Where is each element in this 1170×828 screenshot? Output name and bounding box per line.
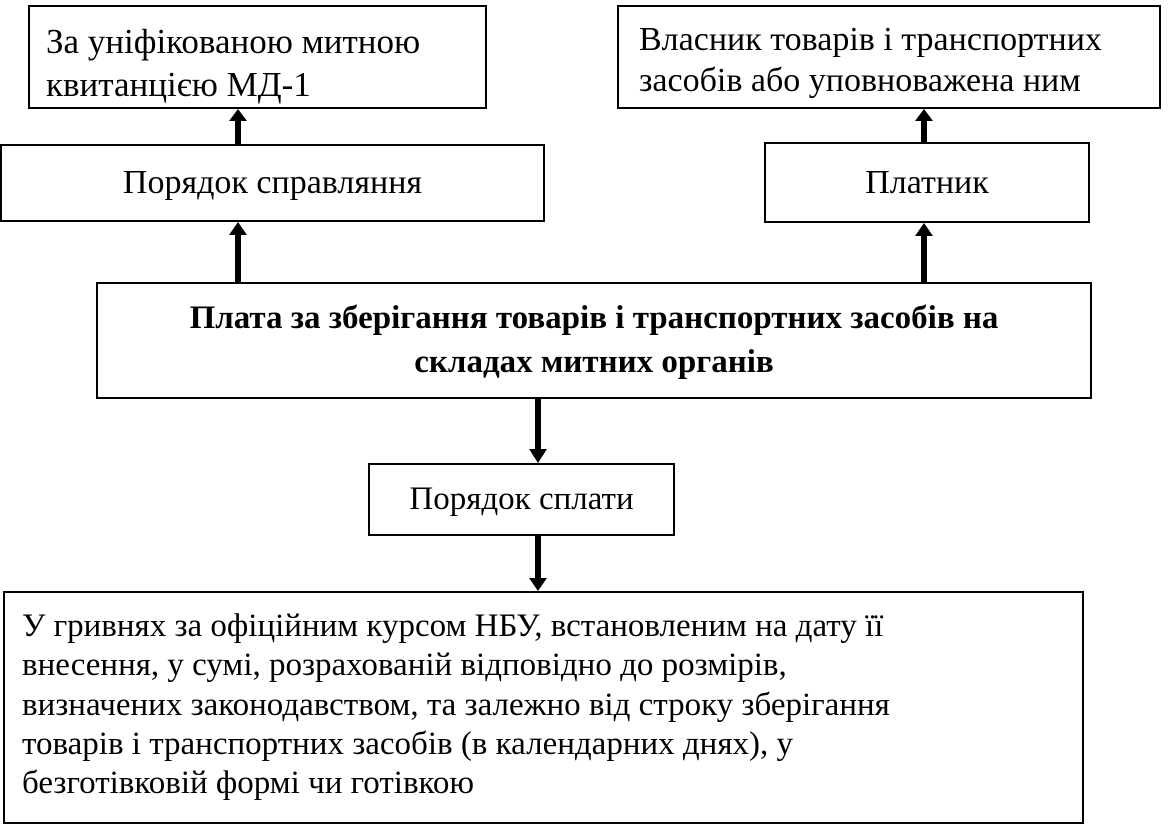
arrow-up-payer-to-details-icon xyxy=(915,109,933,142)
payment-details-line-5: безготівковій формі чи готівкою xyxy=(22,765,475,802)
payment-order-label: Порядок сплати xyxy=(409,481,634,518)
payment-order-box: Порядок сплати xyxy=(368,463,675,536)
arrow-up-procedure-to-method-icon xyxy=(229,109,247,144)
payment-details-line-2: внесення, у сумі, розрахованій відповідн… xyxy=(22,647,787,684)
central-node-line-1: Плата за зберігання товарів і транспортн… xyxy=(189,299,999,336)
collection-procedure-box: Порядок справляння xyxy=(0,144,545,222)
collection-method-line-1: За уніфікованою митною xyxy=(46,22,421,61)
payment-details-line-3: визначених законодавством, та залежно ві… xyxy=(22,686,890,723)
payment-details-line-1: У гривнях за офіційним курсом НБУ, встан… xyxy=(22,608,884,644)
arrow-down-central-to-payment-order-icon xyxy=(529,399,547,463)
collection-procedure-label: Порядок справляння xyxy=(122,164,423,202)
payment-details-line-4: товарів і транспортних засобів (в календ… xyxy=(22,725,794,762)
collection-method-box: За уніфікованою митною квитанцією МД-1 xyxy=(28,5,487,109)
payer-details-line-1: Власник товарів і транспортних xyxy=(639,21,1102,58)
arrow-down-payment-order-to-details-icon xyxy=(529,536,547,591)
central-node-line-2: складах митних органів xyxy=(414,343,774,380)
collection-method-line-2: квитанцією МД-1 xyxy=(46,64,311,104)
payer-label: Платник xyxy=(865,163,989,201)
payer-box: Платник xyxy=(764,142,1090,223)
arrow-up-central-to-procedure-icon xyxy=(229,222,247,282)
arrow-up-central-to-payer-icon xyxy=(915,223,933,282)
payment-details-box: У гривнях за офіційним курсом НБУ, встан… xyxy=(3,591,1084,824)
payer-details-box: Власник товарів і транспортних засобів а… xyxy=(617,5,1161,109)
payer-details-line-2: засобів або уповноважена ним xyxy=(639,62,1081,100)
central-node-box: Плата за зберігання товарів і транспортн… xyxy=(96,282,1092,399)
